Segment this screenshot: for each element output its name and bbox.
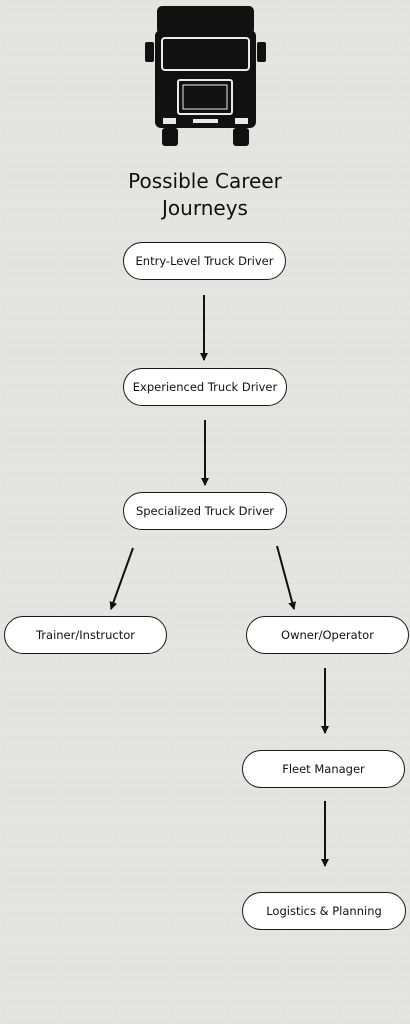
- arrow-specialized-to-trainer: [109, 547, 134, 610]
- arrow-specialized-to-owner: [276, 545, 297, 610]
- node-experienced-truck-driver: Experienced Truck Driver: [123, 368, 287, 406]
- truck-front-icon: [145, 6, 266, 146]
- node-specialized-truck-driver: Specialized Truck Driver: [123, 492, 287, 530]
- node-entry-level-truck-driver: Entry-Level Truck Driver: [123, 242, 286, 280]
- page-title: Possible Career Journeys: [55, 168, 355, 222]
- title-line-1: Possible Career: [128, 169, 282, 193]
- title-line-2: Journeys: [162, 196, 248, 220]
- node-trainer-instructor: Trainer/Instructor: [4, 616, 167, 654]
- node-logistics-planning: Logistics & Planning: [242, 892, 406, 930]
- node-fleet-manager: Fleet Manager: [242, 750, 405, 788]
- node-owner-operator: Owner/Operator: [246, 616, 409, 654]
